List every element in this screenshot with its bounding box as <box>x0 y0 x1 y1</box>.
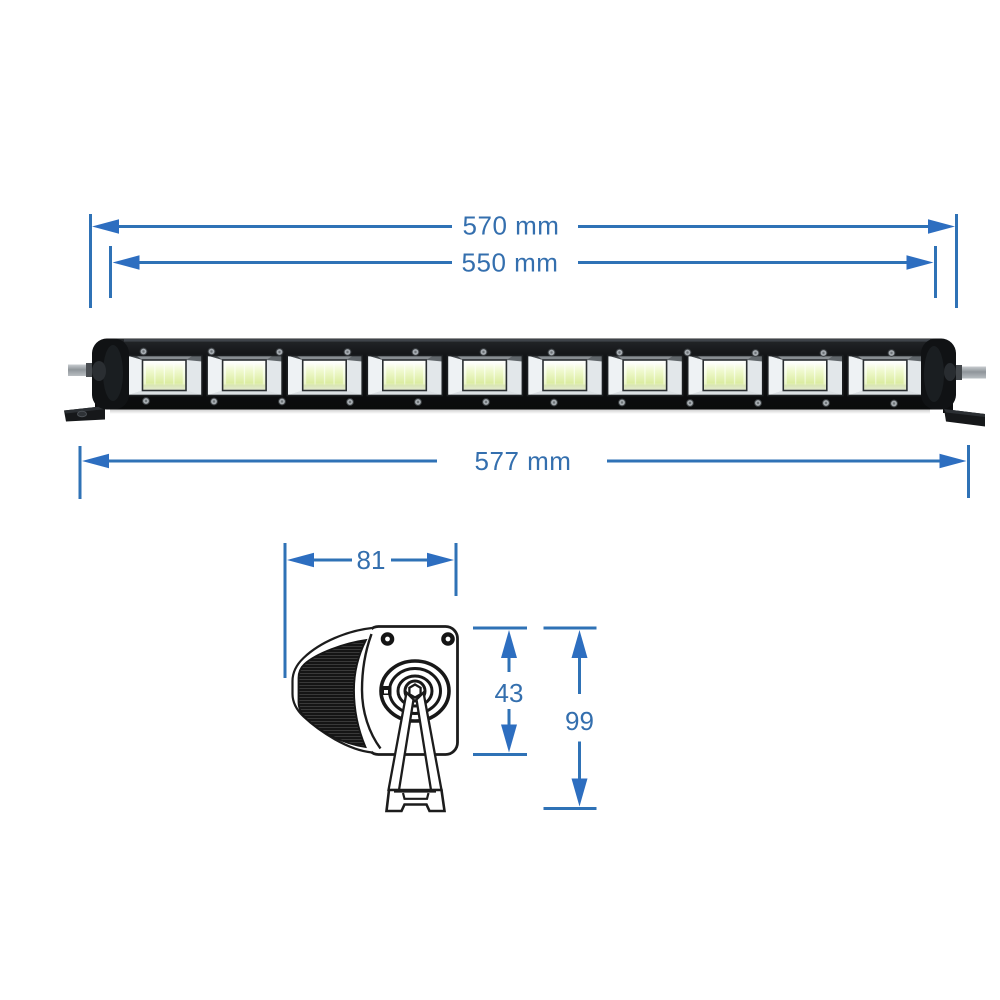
svg-text:570 mm: 570 mm <box>463 211 560 241</box>
svg-text:81: 81 <box>357 545 386 575</box>
svg-text:43: 43 <box>495 678 524 708</box>
svg-text:577 mm: 577 mm <box>475 446 572 476</box>
svg-text:99: 99 <box>565 706 594 736</box>
svg-text:550 mm: 550 mm <box>462 248 559 278</box>
